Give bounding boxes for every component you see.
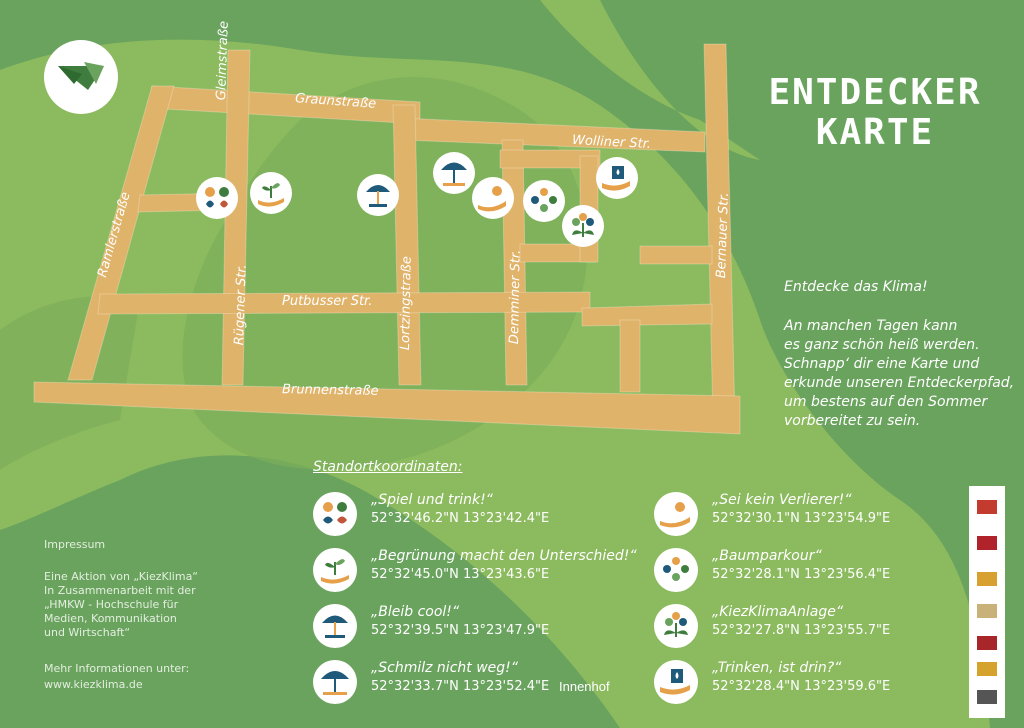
- hand-plant-icon: [313, 548, 357, 592]
- map-marker-tree-parkour[interactable]: [523, 180, 565, 222]
- location-name: „Sei kein Verlierer!“: [712, 492, 852, 508]
- intro-heading: Entdecke das Klima!: [784, 279, 928, 295]
- map-marker-hand-sun[interactable]: [472, 177, 514, 219]
- impressum-more-label: Mehr Informationen unter:: [44, 662, 190, 675]
- partner-logo-icon: [977, 636, 997, 650]
- impressum-line-3: „HMKW - Hochschule für: [44, 598, 179, 611]
- umbrella-bench-icon: [357, 174, 399, 216]
- street-gleimstrasse: Gleimstraße: [214, 20, 232, 101]
- location-item: „Bleib cool!“ 52°32'39.5"N 13°23'47.9"E: [313, 604, 643, 654]
- location-item: „Schmilz nicht weg!“ 52°32'33.7"N 13°23'…: [313, 660, 643, 710]
- partner-logo-icon: [977, 572, 997, 586]
- tree-parkour-icon: [523, 180, 565, 222]
- pencil-paper-icon: [58, 62, 104, 90]
- location-item: „Sei kein Verlierer!“ 52°32'30.1"N 13°23…: [654, 492, 984, 542]
- street-brunnenstrasse: Brunnenstraße: [281, 382, 379, 399]
- intro-line-5: um bestens auf den Sommer: [784, 394, 988, 410]
- flower-icon: [654, 604, 698, 648]
- intro-line-2: es ganz schön heiß werden.: [784, 337, 980, 353]
- play-and-drink-icon: [196, 177, 238, 219]
- map-marker-hand-cup[interactable]: [596, 157, 638, 199]
- hand-sun-icon: [472, 177, 514, 219]
- location-coords: 52°32'45.0"N 13°23'43.6"E: [371, 567, 550, 582]
- pencil-paper-logo: [44, 40, 118, 114]
- location-coords: 52°32'28.4"N 13°23'59.6"E: [712, 679, 891, 694]
- tree-parkour-icon: [654, 548, 698, 592]
- hand-plant-icon: [250, 172, 292, 214]
- location-coords: 52°32'33.7"N 13°23'52.4"E: [371, 679, 550, 694]
- location-name: „KiezKlimaAnlage“: [712, 604, 844, 620]
- hand-cup-icon: [596, 157, 638, 199]
- location-name: „Bleib cool!“: [371, 604, 460, 620]
- intro-line-4: erkunde unseren Entdeckerpfad,: [784, 375, 1015, 391]
- coordinates-heading: Standortkoordinaten:: [313, 459, 463, 475]
- location-item: „Baumparkour“ 52°32'28.1"N 13°23'56.4"E: [654, 548, 984, 598]
- street-bernauer: Bernauer Str.: [714, 192, 732, 279]
- umbrella-bench-icon: [313, 604, 357, 648]
- play-and-drink-icon: [313, 492, 357, 536]
- map-marker-umbrella-bench[interactable]: [357, 174, 399, 216]
- map-marker-hand-plant[interactable]: [250, 172, 292, 214]
- location-item: „Spiel und trink!“ 52°32'46.2"N 13°23'42…: [313, 492, 643, 542]
- partner-logo-icon: [977, 604, 997, 618]
- location-name: „Schmilz nicht weg!“: [371, 660, 519, 676]
- map-marker-play-and-drink[interactable]: [196, 177, 238, 219]
- location-item: „KiezKlimaAnlage“ 52°32'27.8"N 13°23'55.…: [654, 604, 984, 654]
- street-putbusser: Putbusser Str.: [282, 294, 373, 309]
- location-name: „Trinken, ist drin?“: [712, 660, 842, 676]
- umbrella-shade-icon: [433, 152, 475, 194]
- location-coords: 52°32'39.5"N 13°23'47.9"E: [371, 623, 550, 638]
- location-coords: 52°32'46.2"N 13°23'42.4"E: [371, 511, 550, 526]
- street-ruegener: Rügener Str.: [232, 264, 250, 346]
- intro-line-1: An manchen Tagen kann: [784, 318, 958, 334]
- location-extra: Innenhof: [559, 679, 610, 694]
- impressum-url-link[interactable]: www.kiezklima.de: [44, 678, 143, 691]
- street-demminer: Demminer Str.: [507, 249, 524, 345]
- intro-line-6: vorbereitet zu sein.: [784, 413, 921, 429]
- hand-sun-icon: [654, 492, 698, 536]
- impressum-line-2: In Zusammenarbeit mit der: [44, 584, 196, 597]
- location-coords: 52°32'27.8"N 13°23'55.7"E: [712, 623, 891, 638]
- impressum-heading: Impressum: [44, 538, 106, 551]
- partner-logo-icon: [977, 500, 997, 514]
- partner-logo-icon: [977, 536, 997, 550]
- intro-line-3: Schnapp‘ dir eine Karte und: [784, 356, 980, 372]
- location-name: „Begrünung macht den Unterschied!“: [371, 548, 637, 564]
- location-coords: 52°32'30.1"N 13°23'54.9"E: [712, 511, 891, 526]
- location-item: „Trinken, ist drin?“ 52°32'28.4"N 13°23'…: [654, 660, 984, 710]
- location-name: „Spiel und trink!“: [371, 492, 493, 508]
- location-coords: 52°32'28.1"N 13°23'56.4"E: [712, 567, 891, 582]
- title-line-2: KARTE: [815, 112, 935, 153]
- impressum-line-4: Medien, Kommunikation: [44, 612, 177, 625]
- umbrella-shade-icon: [313, 660, 357, 704]
- map-marker-flower[interactable]: [562, 205, 604, 247]
- map-marker-umbrella-shade[interactable]: [433, 152, 475, 194]
- street-lortzingstrasse: Lortzingstraße: [398, 256, 415, 351]
- location-item: „Begrünung macht den Unterschied!“ 52°32…: [313, 548, 643, 598]
- title-line-1: ENTDECKER: [768, 72, 982, 113]
- flower-icon: [562, 205, 604, 247]
- partner-logo-icon: [977, 662, 997, 676]
- partner-logos-strip: [969, 486, 1005, 718]
- impressum-line-5: und Wirtschaft“: [44, 626, 131, 639]
- hand-cup-icon: [654, 660, 698, 704]
- impressum-line-1: Eine Aktion von „KiezKlima“: [44, 570, 199, 583]
- partner-logo-icon: [977, 690, 997, 704]
- location-name: „Baumparkour“: [712, 548, 822, 564]
